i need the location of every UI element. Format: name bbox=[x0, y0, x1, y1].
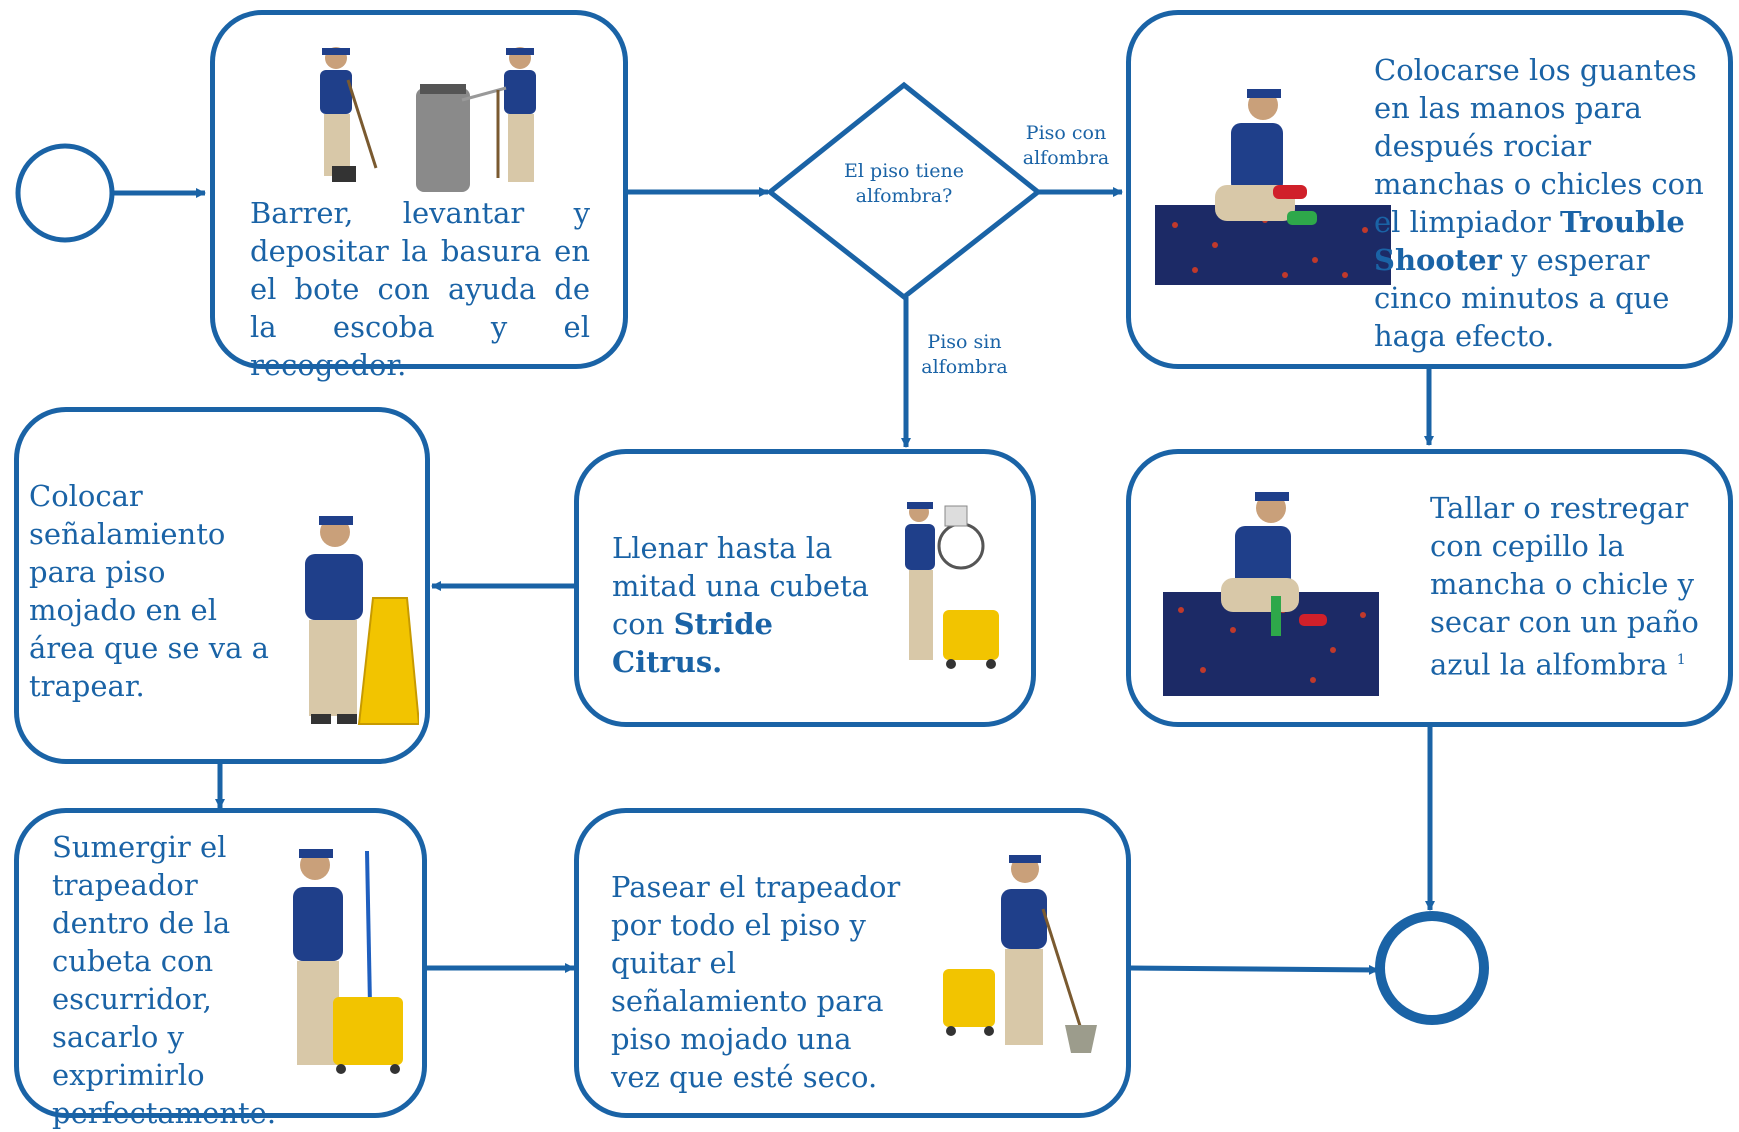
task-mop-floor: Pasear el trapeador por todo el piso y q… bbox=[574, 808, 1131, 1118]
worker-dipping-mop-photo bbox=[293, 849, 403, 1074]
task-dip-mop-text: Sumergir el trapeador dentro de la cubet… bbox=[52, 830, 277, 1130]
edge-label-with-carpet: Piso con alfombra bbox=[1022, 122, 1110, 169]
task-sweep-text: Barrer, levantar y depositar la basura e… bbox=[250, 196, 590, 382]
task-gloves-text: Colocarse los guantes en las manos para … bbox=[1374, 51, 1714, 355]
edge-mop-to-end bbox=[1130, 964, 1379, 975]
task-scrub: Tallar o restregar con cepillo la mancha… bbox=[1126, 449, 1733, 727]
task-scrub-text-body: Tallar o restregar con cepillo la mancha… bbox=[1430, 491, 1699, 682]
task-fill-bucket: Llenar hasta la mitad una cubeta con Str… bbox=[574, 449, 1036, 727]
worker-spraying-carpet-photo bbox=[1155, 89, 1391, 285]
worker-sweeping-photo bbox=[320, 47, 536, 192]
worker-mopping-photo bbox=[943, 855, 1097, 1053]
task-gloves: Colocarse los guantes en las manos para … bbox=[1126, 10, 1733, 369]
task-fill-bucket-text-body: Llenar hasta la mitad una cubeta con bbox=[612, 531, 869, 641]
task-gloves-text-before: Colocarse los guantes en las manos para … bbox=[1374, 53, 1704, 239]
decision-text: El piso tiene alfombra? bbox=[844, 160, 964, 207]
task-sweep: Barrer, levantar y depositar la basura e… bbox=[210, 10, 628, 382]
task-mop-floor-text: Pasear el trapeador por todo el piso y q… bbox=[611, 870, 901, 1094]
task-scrub-text: Tallar o restregar con cepillo la mancha… bbox=[1430, 489, 1720, 684]
product-trouble-shooter: Trouble Shooter bbox=[1374, 205, 1685, 277]
footnote-marker: 1 bbox=[1676, 652, 1686, 668]
end-event-circle bbox=[1375, 911, 1489, 1025]
worker-scrubbing-carpet-photo bbox=[1163, 492, 1379, 696]
product-stride-citrus: Stride Citrus. bbox=[612, 607, 773, 679]
task-place-sign: Colocar señalamiento para piso mojado en… bbox=[14, 407, 430, 764]
task-place-sign-text: Colocar señalamiento para piso mojado en… bbox=[29, 479, 269, 703]
task-dip-mop: Sumergir el trapeador dentro de la cubet… bbox=[14, 808, 427, 1130]
task-gloves-text-after: y esperar cinco minutos a que haga efect… bbox=[1374, 243, 1670, 353]
task-fill-bucket-text: Llenar hasta la mitad una cubeta con Str… bbox=[612, 529, 872, 681]
worker-placing-sign-photo bbox=[305, 516, 419, 725]
edge-label-without-carpet: Piso sin alfombra bbox=[921, 331, 1008, 378]
worker-filling-bucket-photo bbox=[905, 502, 999, 669]
start-event-circle bbox=[15, 143, 115, 243]
